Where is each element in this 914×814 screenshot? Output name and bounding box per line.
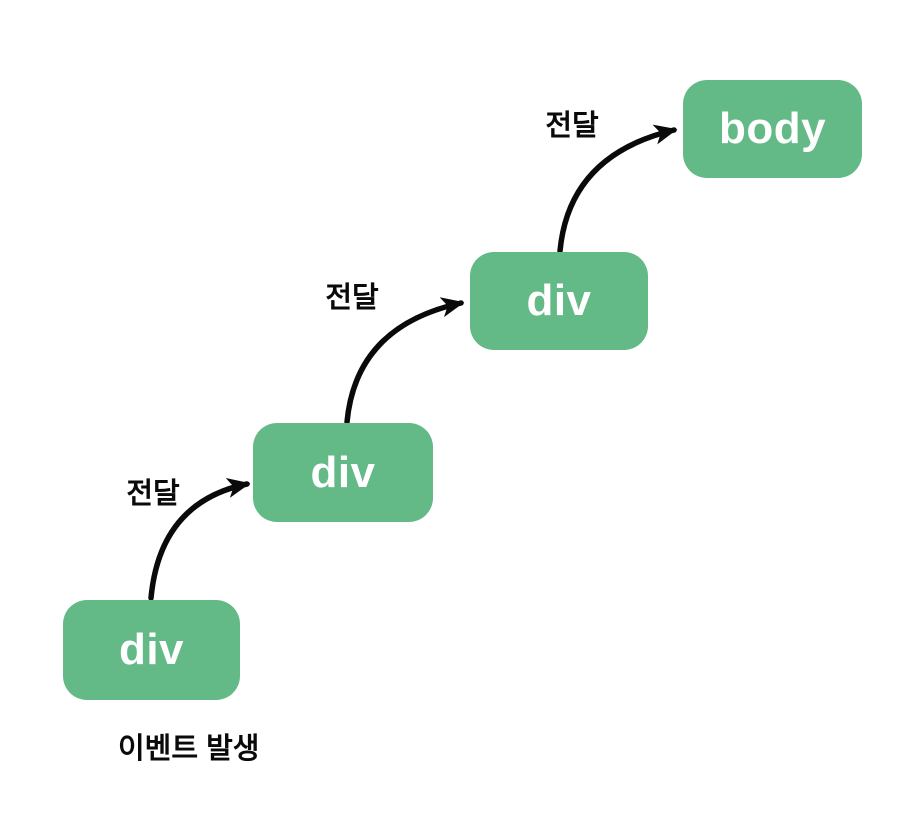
node-div-parent-2-label: div bbox=[526, 276, 592, 325]
node-div-parent-2: div bbox=[470, 252, 648, 350]
edge-label-forward-3: 전달 bbox=[545, 110, 599, 142]
node-body: body bbox=[683, 80, 862, 178]
node-div-parent-1-label: div bbox=[310, 447, 376, 497]
node-div-origin: div bbox=[63, 600, 240, 700]
arrow-2 bbox=[344, 297, 465, 425]
event-origin-caption: 이벤트 발생 bbox=[118, 733, 260, 765]
node-div-origin-label: div bbox=[118, 625, 185, 674]
node-div-parent-1: div bbox=[253, 423, 433, 522]
node-body-label: body bbox=[718, 104, 827, 153]
edge-label-forward-2: 전달 bbox=[325, 282, 379, 314]
arrow-3 bbox=[557, 124, 678, 254]
edge-label-forward-1: 전달 bbox=[126, 478, 180, 510]
